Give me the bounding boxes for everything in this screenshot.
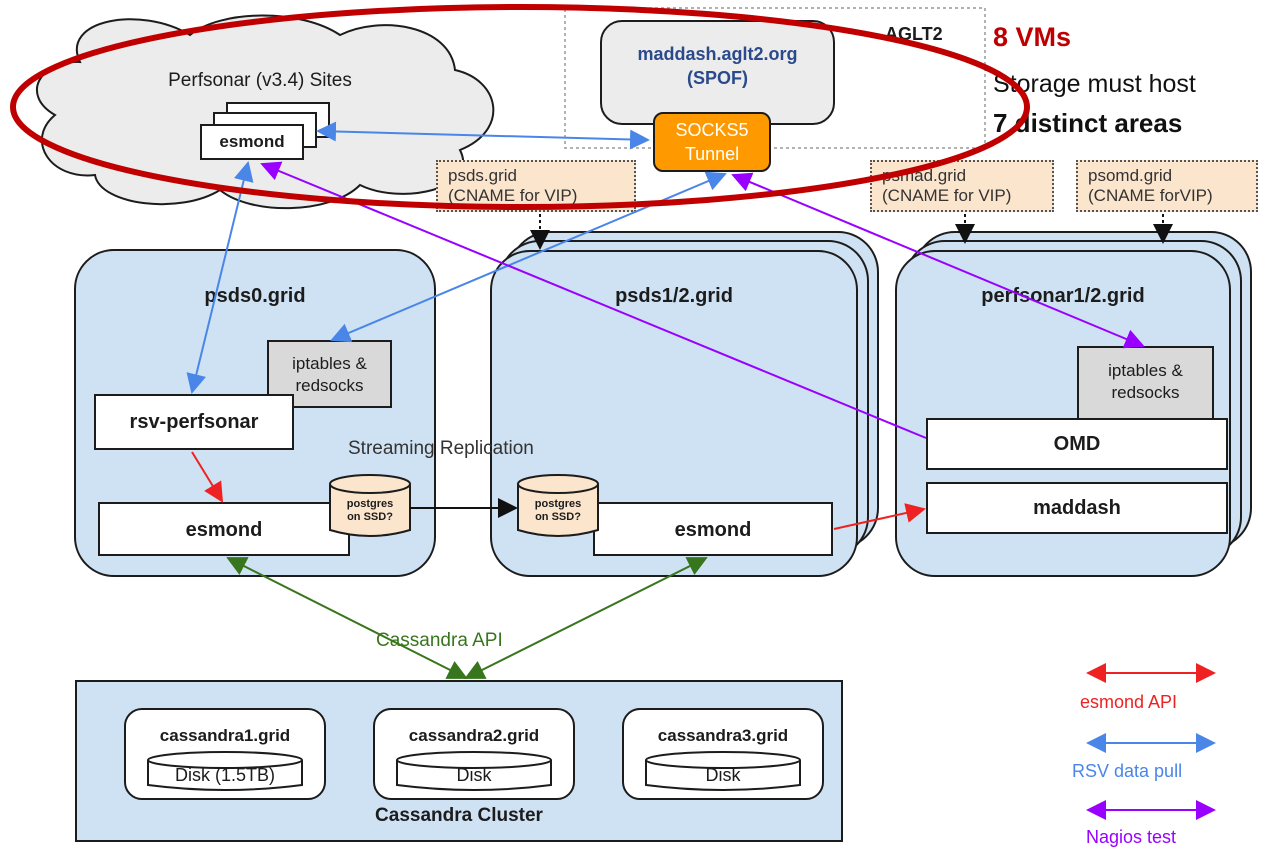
socks5-line2: Tunnel [684,144,740,164]
psds0-esmond-box: esmond [98,502,350,556]
cassandra-api-label: Cassandra API [376,630,503,651]
psds12-postgres-label: postgres on SSD? [518,498,598,524]
cassandra-node-2-disk: Disk [456,765,492,785]
psds12-postgres-line1: postgres [534,498,582,510]
perfsonar-sites-title: Perfsonar (v3.4) Sites [168,70,352,91]
legend-nagios-label: Nagios test [1086,827,1177,847]
callout-vm-count: 8 VMs [993,22,1072,52]
perfsonar12-iptables-box: iptables & redsocks [1077,346,1214,424]
perfsonar12-iptables-line2: redsocks [1111,383,1180,402]
cname-psmad-line1: psmad.grid [882,166,967,185]
cloud-esmond-box: esmond [200,124,304,160]
cname-psomd-line1: psomd.grid [1088,166,1173,185]
psds12-esmond-box: esmond [593,502,833,556]
cassandra-node-1-name: cassandra1.grid [159,726,291,745]
legend-rsv-label: RSV data pull [1072,761,1183,781]
psds12-title: psds1/2.grid [615,285,733,307]
socks5-tunnel-box: SOCKS5 Tunnel [653,112,771,172]
cassandra-cluster-title: Cassandra Cluster [375,805,543,826]
maddash-spof-label: (SPOF) [687,68,748,88]
cname-psds: psds.grid (CNAME for VIP) [436,160,636,212]
cname-psomd: psomd.grid (CNAME forVIP) [1076,160,1258,212]
streaming-replication-label: Streaming Replication [348,438,534,459]
socks5-line1: SOCKS5 [675,120,749,140]
perfsonar12-iptables-line1: iptables & [1108,361,1183,380]
cname-psds-line1: psds.grid [448,166,517,185]
cassandra-node-3-name: cassandra3.grid [657,726,789,745]
cassandra-node-2 [373,708,575,800]
aglt2-label: AGLT2 [885,24,943,44]
rsv-perfsonar-box: rsv-perfsonar [94,394,294,450]
cname-psmad-line2: (CNAME for VIP) [882,186,1012,205]
cassandra-node-3 [622,708,824,800]
perfsonar12-title: perfsonar1/2.grid [981,285,1145,307]
cname-psds-line2: (CNAME for VIP) [448,186,578,205]
psds0-title: psds0.grid [204,285,306,307]
cassandra-node-2-name: cassandra2.grid [408,726,540,745]
psds0-postgres-line1: postgres [346,498,394,510]
cassandra-node-1 [124,708,326,800]
psds0-postgres-label: postgres on SSD? [330,498,410,524]
maddash-aglt2-host: maddash.aglt2.org [637,44,798,64]
cassandra-node-3-disk: Disk [705,765,741,785]
psds0-postgres-line2: on SSD? [347,511,393,523]
maddash-box: maddash [926,482,1228,534]
cassandra-node-1-disk: Disk (1.5TB) [174,765,275,785]
psds0-iptables-line1: iptables & [292,354,367,373]
callout-storage-line: Storage must host [993,70,1196,98]
legend-esmond-api-label: esmond API [1080,692,1178,712]
omd-box: OMD [926,418,1228,470]
callout-areas-line: 7 distinct areas [993,108,1183,138]
psds12-postgres-line2: on SSD? [535,511,581,523]
cname-psomd-line2: (CNAME forVIP) [1088,186,1213,205]
cname-psmad: psmad.grid (CNAME for VIP) [870,160,1054,212]
